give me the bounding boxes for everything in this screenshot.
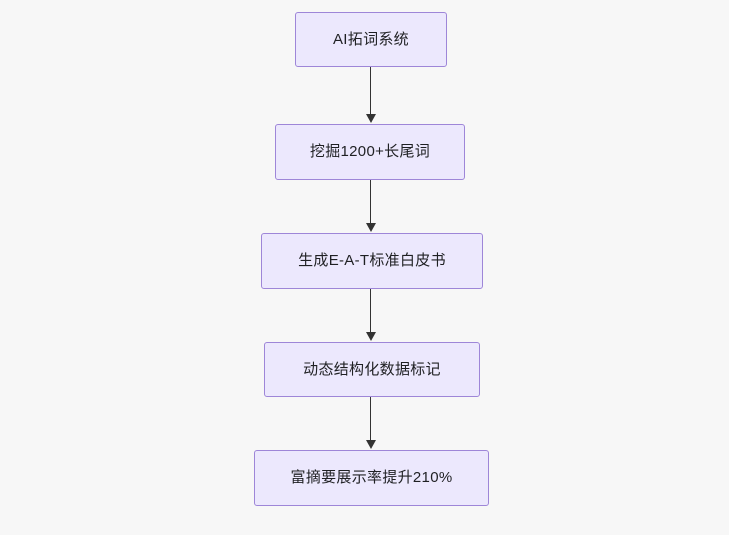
- flow-node-label: 生成E-A-T标准白皮书: [298, 252, 446, 269]
- flow-edge-2: [370, 180, 371, 225]
- flow-arrowhead-1: [366, 114, 376, 123]
- flow-arrowhead-2: [366, 223, 376, 232]
- flow-arrowhead-3: [366, 332, 376, 341]
- flow-node-mine-longtail-keywords[interactable]: 挖掘1200+长尾词: [275, 124, 465, 180]
- flow-node-label: 富摘要展示率提升210%: [290, 469, 453, 486]
- flow-node-dynamic-structured-data[interactable]: 动态结构化数据标记: [264, 342, 480, 397]
- flow-edge-4: [370, 397, 371, 441]
- flow-node-rich-snippet-uplift[interactable]: 富摘要展示率提升210%: [254, 450, 489, 506]
- flow-node-label: 挖掘1200+长尾词: [309, 143, 431, 160]
- flow-edge-3: [370, 289, 371, 334]
- flow-edge-1: [370, 67, 371, 115]
- flow-arrowhead-4: [366, 440, 376, 449]
- flow-node-generate-eat-whitepaper[interactable]: 生成E-A-T标准白皮书: [261, 233, 483, 289]
- flow-node-ai-keyword-system[interactable]: AI拓词系统: [295, 12, 447, 67]
- flow-node-label: 动态结构化数据标记: [303, 360, 441, 378]
- flow-node-label: AI拓词系统: [333, 30, 409, 48]
